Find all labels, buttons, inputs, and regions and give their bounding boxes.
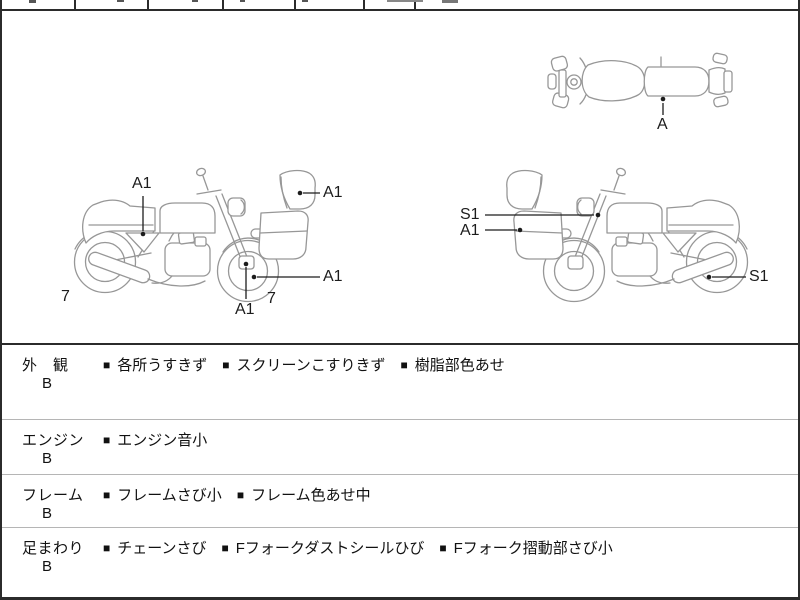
defect-text: フレーム色あせ中 (251, 487, 371, 504)
defect-item: ■ 各所うすきず (103, 354, 207, 375)
category-label: 足まわり (22, 540, 85, 557)
condition-row-engine: エンジン B ■ エンジン音小 (2, 419, 798, 474)
motorcycle-left-side-view (73, 166, 316, 303)
table-grid-line (363, 0, 365, 9)
defect-item: ■ 樹脂部色あせ (400, 354, 504, 375)
wheel-number-label: 7 (267, 290, 276, 307)
wheel-number-label: 7 (61, 288, 70, 305)
clipped-header-row (2, 0, 798, 11)
defect-label: A (657, 116, 668, 133)
category-label: 外 観 (22, 357, 69, 374)
defect-item: ■ Fフォーク摺動部さび小 (439, 537, 612, 558)
table-grid-line (147, 0, 149, 9)
annotation-leader-lines (142, 103, 746, 299)
condition-row-frame: フレーム B ■ フレームさび小 ■ フレーム色あせ中 (2, 474, 798, 527)
table-grid-line (414, 0, 416, 9)
grade-value: B (42, 375, 53, 392)
motorcycle-diagram-canvas (73, 52, 749, 303)
defect-item: ■ フレーム色あせ中 (237, 484, 371, 505)
clipped-text-fragment (29, 0, 36, 3)
defect-text: エンジン音小 (117, 432, 208, 449)
defect-item: ■ エンジン音小 (103, 429, 207, 450)
clipped-text-fragment (240, 0, 245, 2)
bullet-icon: ■ (400, 358, 408, 372)
defect-label: A1 (460, 222, 480, 239)
bullet-icon: ■ (103, 433, 111, 447)
defect-label: A1 (235, 301, 255, 318)
defect-label: A1 (323, 268, 343, 285)
bullet-icon: ■ (236, 488, 245, 502)
defect-label: S1 (749, 268, 769, 285)
bullet-icon: ■ (221, 541, 229, 555)
clipped-text-fragment (117, 0, 124, 2)
grade-value: B (42, 558, 53, 575)
condition-row-exterior: 外 観 B ■ 各所うすきず ■ スクリーンこすりきず ■ 樹脂部色あせ (2, 345, 798, 419)
clipped-text-fragment (387, 0, 423, 2)
table-grid-line (294, 0, 296, 9)
clipped-text-fragment (192, 0, 198, 2)
defect-item: ■ Fフォークダストシールひび (222, 537, 425, 558)
defect-item: ■ フレームさび小 (103, 484, 222, 505)
defect-text: Fフォークダストシールひび (235, 540, 425, 557)
defect-text: Fフォーク摺動部さび小 (453, 540, 613, 557)
defect-text: 樹脂部色あせ (414, 357, 505, 374)
table-grid-line (74, 0, 76, 9)
bullet-icon: ■ (103, 541, 111, 555)
defect-item: ■ チェーンさび (103, 537, 207, 558)
condition-row-undercarriage: 足まわり B ■ チェーンさび ■ Fフォークダストシールひび ■ Fフォーク摺動部さ… (2, 527, 798, 597)
condition-table: 外 観 B ■ 各所うすきず ■ スクリーンこすりきず ■ 樹脂部色あせ エンジン B… (2, 343, 798, 600)
bullet-icon: ■ (103, 488, 111, 502)
defect-text: スクリーンこすりきず (236, 357, 386, 374)
motorcycle-right-side-view (506, 166, 749, 303)
annotation-point-dots (140, 96, 712, 280)
bullet-icon: ■ (439, 541, 447, 555)
grade-value: B (42, 505, 53, 522)
defect-label: A1 (323, 184, 343, 201)
category-label: フレーム (22, 487, 84, 504)
defect-text: チェーンさび (117, 540, 207, 557)
defect-label: A1 (132, 175, 152, 192)
clipped-text-fragment (302, 0, 308, 2)
clipped-text-fragment (442, 0, 458, 3)
defect-text: 各所うすきず (117, 357, 208, 374)
defect-text: フレームさび小 (117, 487, 222, 504)
defect-item: ■ スクリーンこすりきず (222, 354, 385, 375)
motorcycle-top-view (547, 52, 733, 109)
table-grid-line (222, 0, 224, 9)
defect-label: S1 (460, 206, 480, 223)
bullet-icon: ■ (103, 358, 111, 372)
grade-value: B (42, 450, 53, 467)
category-label: エンジン (22, 432, 85, 449)
bullet-icon: ■ (222, 358, 230, 372)
